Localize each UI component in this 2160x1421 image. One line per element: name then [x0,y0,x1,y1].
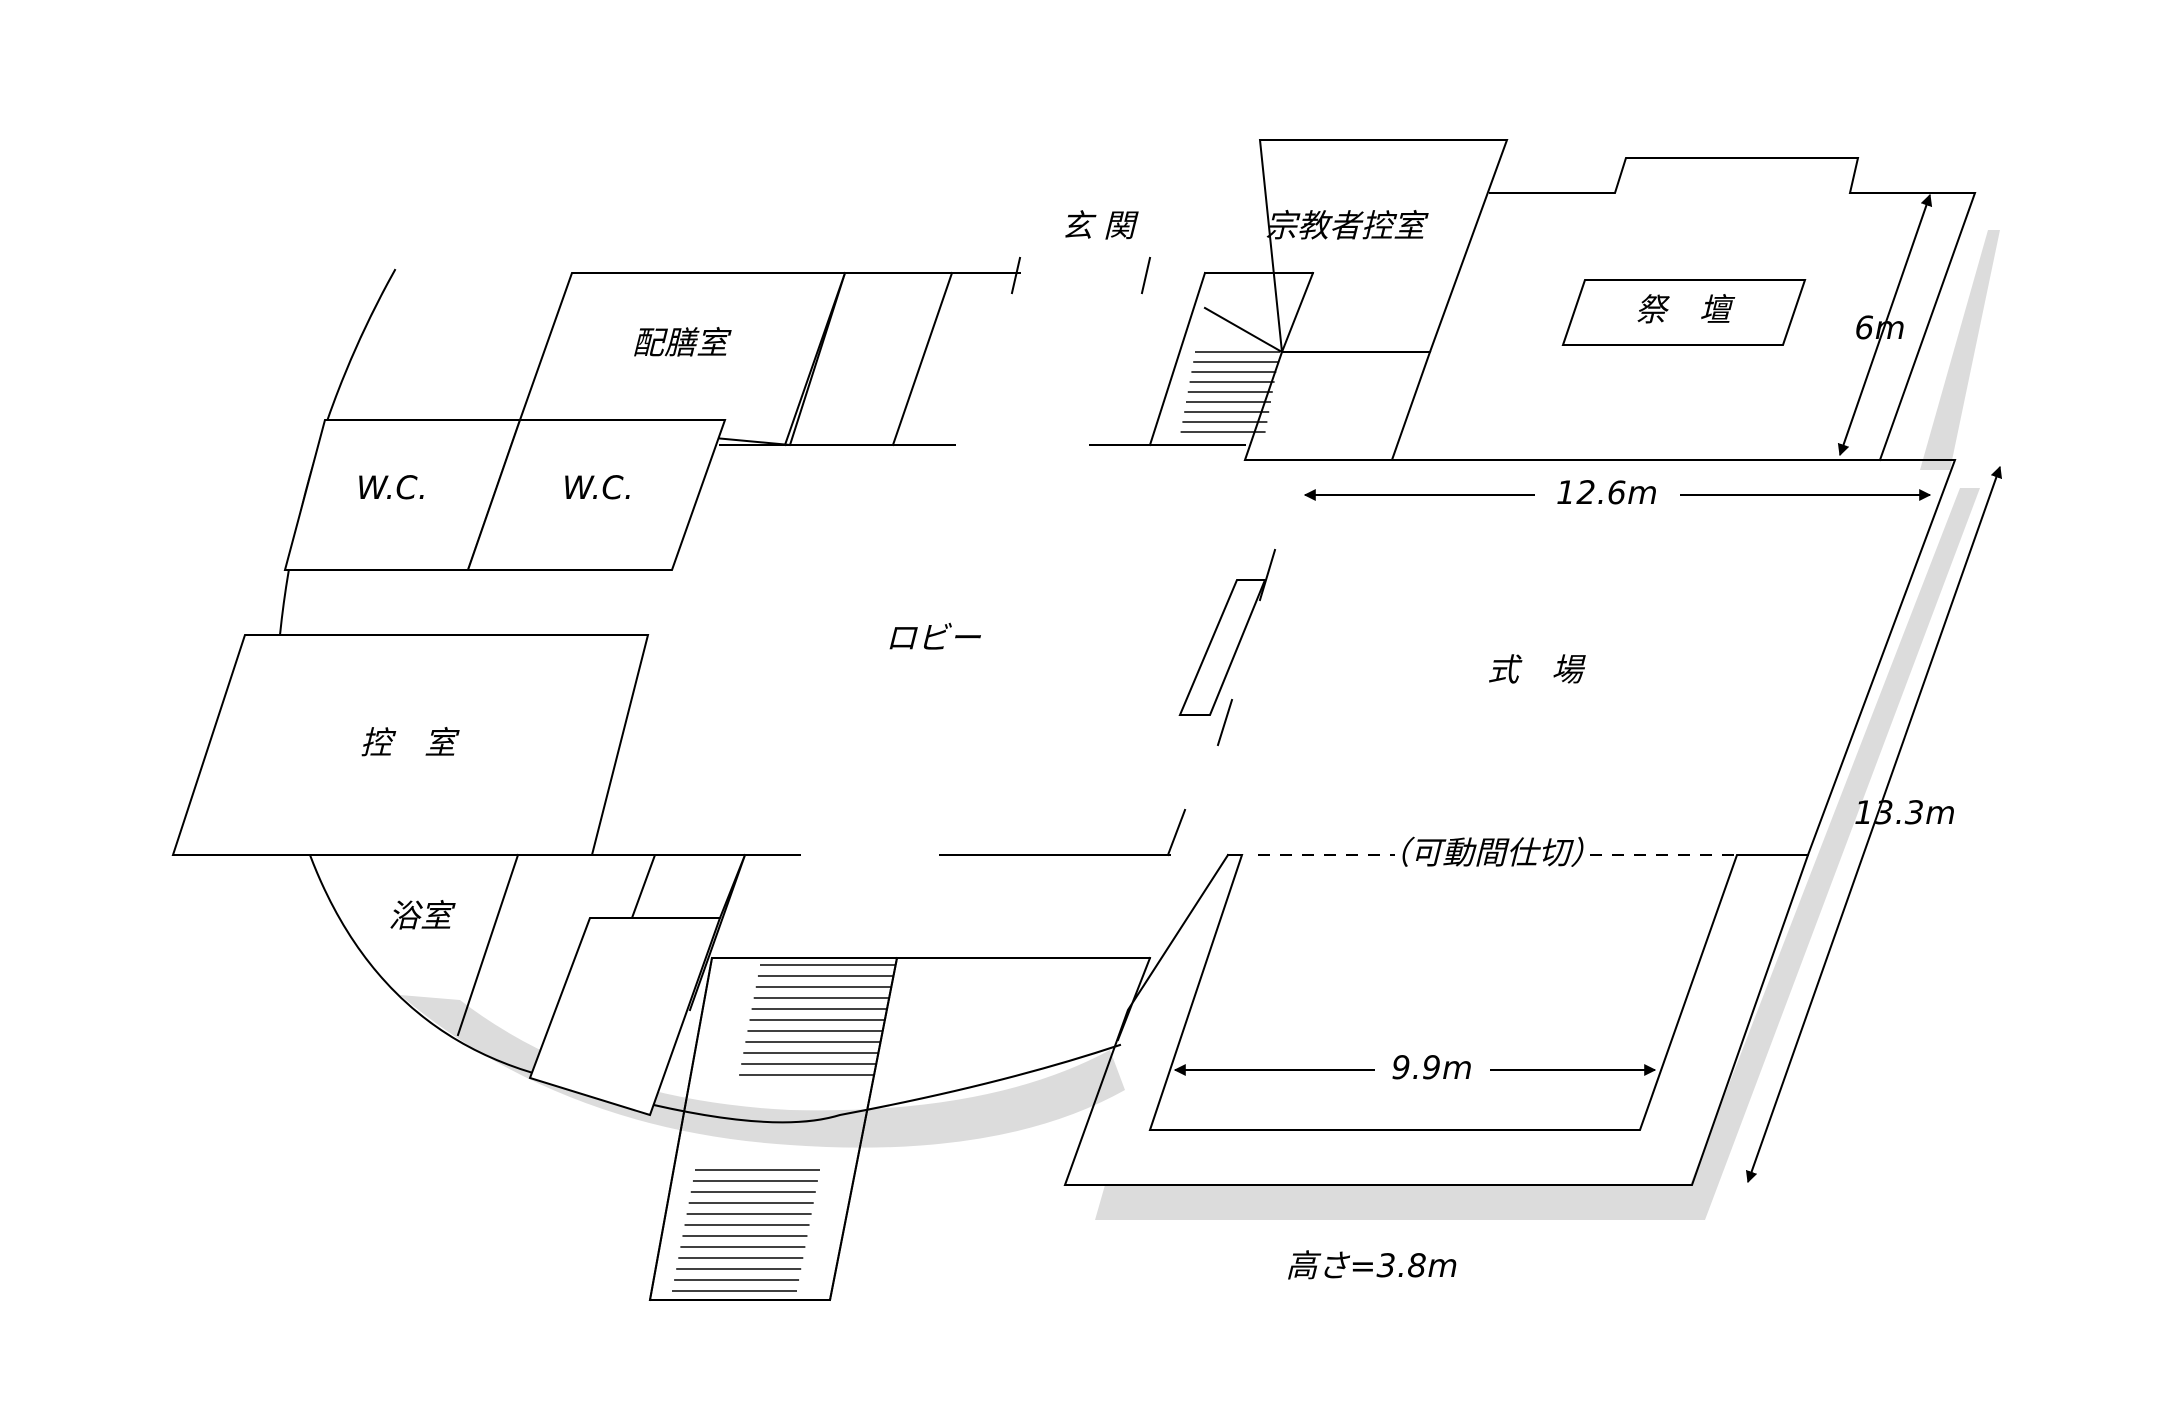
altar-depth-arrow [1837,193,1933,457]
hall-width-label: 12.6m [1556,474,1658,512]
small-room-a [630,854,747,919]
waiting-room [171,634,650,856]
rear-width-label: 9.9m [1391,1049,1473,1087]
clergy-block [1148,139,1509,461]
dimension-labels: 6m 12.6m 13.3m 9.9m 高さ=3.8m [1286,309,1957,1285]
wc-left-label: W.C. [356,469,428,507]
stair-treads-lower [672,1169,820,1292]
waiting-room-label: 控 室 [360,724,460,762]
lobby-walls [279,256,1277,857]
entrance-label: 玄 関 [1061,207,1139,245]
altar-shadow [1920,230,2000,470]
altar-label: 祭 壇 [1635,291,1736,329]
hall-pillar [1178,579,1267,716]
bathroom-block [456,853,747,1117]
altar-block [1391,157,1977,462]
dimension-arrows [1173,193,2003,1184]
small-room-b [528,917,722,1117]
hall-length-label: 13.3m [1854,794,1956,832]
catering-label: 配膳室 [632,324,732,362]
wc-right-room [466,419,727,571]
altar-depth-label: 6m [1854,309,1906,347]
ceremony-hall-walls [1063,459,1957,1186]
hall-length-arrow [1745,465,2003,1184]
room-labels: 玄 関 宗教者控室 祭 壇 配膳室 W.C. W.C. ロビー 控 室 浴室 式… [356,207,1736,935]
bottom-staircase [648,956,1152,1302]
wc-block [283,419,727,571]
stair-treads-top [1180,351,1280,433]
clergy-room-label: 宗教者控室 [1265,207,1429,245]
clergy-lower-room [1243,351,1432,461]
catering-block [518,271,954,447]
altar [1561,279,1807,346]
height-label: 高さ=3.8m [1286,1247,1459,1285]
partition-label: （可動間仕切） [1378,834,1602,872]
ceremony-hall-label: 式 場 [1487,651,1586,689]
bathroom-label: 浴室 [388,897,456,935]
lobby-label: ロビー [885,619,982,657]
stair-treads-upper [739,964,895,1076]
rotunda-shadow [400,995,1125,1148]
clergy-room [1258,139,1509,353]
wc-right-label: W.C. [562,469,634,507]
